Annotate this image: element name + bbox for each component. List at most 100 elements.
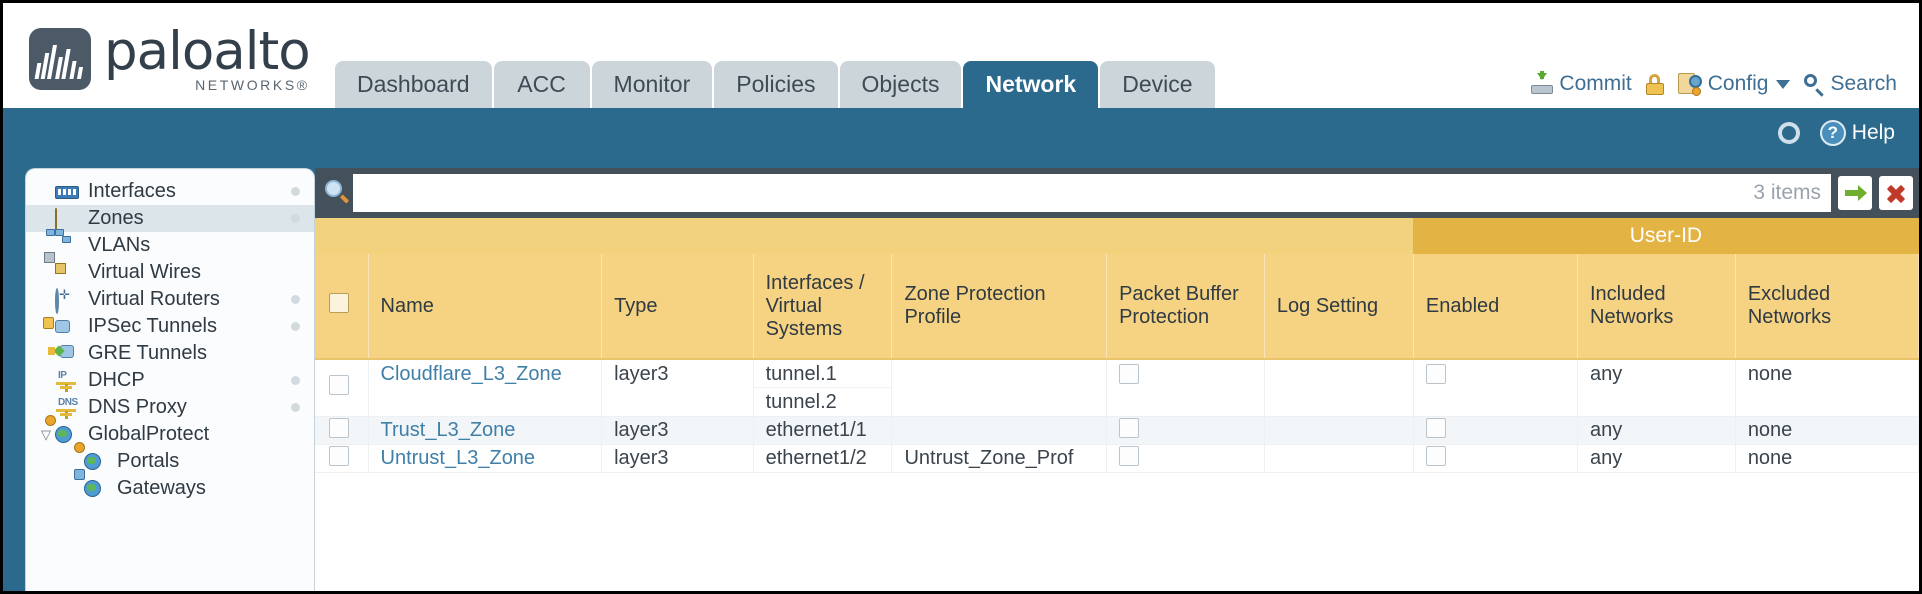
column-header-type[interactable]: Type — [601, 254, 754, 360]
zone-name-link[interactable]: Cloudflare_L3_Zone — [380, 363, 562, 385]
tab-dashboard[interactable]: Dashboard — [335, 61, 492, 108]
tab-device[interactable]: Device — [1100, 61, 1215, 108]
select-all-header[interactable] — [315, 254, 369, 360]
tab-objects[interactable]: Objects — [839, 61, 962, 108]
enabled-checkbox[interactable] — [1425, 417, 1446, 438]
sidebar-item-virtual-wires[interactable]: Virtual Wires — [26, 251, 314, 286]
help-label: Help — [1851, 121, 1895, 144]
brand-subtitle: NETWORKS® — [195, 77, 310, 93]
main-nav-tabs[interactable]: Dashboard ACC Monitor Policies Objects N… — [335, 61, 1215, 108]
table-row[interactable]: Cloudflare_L3_Zone layer3 tunnel.1 tunne… — [315, 359, 1919, 417]
sidebar-item-globalprotect[interactable]: ▽ GlobalProtect — [26, 414, 314, 448]
sidebar-item-dns-proxy[interactable]: DNS DNS Proxy — [26, 394, 314, 421]
sidebar-item-interfaces[interactable]: Interfaces — [26, 178, 314, 205]
tab-policies[interactable]: Policies — [714, 61, 838, 108]
tab-network[interactable]: Network — [963, 61, 1099, 108]
sidebar-item-gateways[interactable]: Gateways — [26, 468, 314, 502]
sidebar-item-label: IPSec Tunnels — [88, 315, 217, 337]
column-header-name[interactable]: Name — [368, 254, 603, 360]
cell-enabled[interactable] — [1413, 416, 1579, 445]
sidebar: Interfaces Zones VLANs Virtual Wires — [25, 168, 315, 591]
cell-name[interactable]: Cloudflare_L3_Zone — [368, 359, 603, 417]
sidebar-item-ipsec-tunnels[interactable]: IPSec Tunnels — [26, 313, 314, 340]
sidebar-item-label: Interfaces — [88, 180, 176, 202]
enabled-checkbox[interactable] — [1425, 445, 1446, 466]
row-checkbox[interactable] — [329, 417, 349, 438]
table-row[interactable]: Untrust_L3_Zone layer3 ethernet1/2 Untru… — [315, 444, 1919, 473]
cell-type: layer3 — [601, 444, 754, 473]
status-dot — [291, 376, 300, 385]
expand-collapse-icon[interactable]: ▽ — [41, 426, 51, 442]
padlock-icon — [1645, 73, 1664, 95]
column-header-log-setting[interactable]: Log Setting — [1264, 254, 1414, 360]
column-header-included-networks[interactable]: Included Networks — [1577, 254, 1736, 360]
globalprotect-icon — [45, 414, 81, 445]
portals-icon — [74, 441, 110, 472]
row-checkbox[interactable] — [329, 375, 349, 395]
cell-type: layer3 — [601, 416, 754, 445]
tab-acc[interactable]: ACC — [493, 61, 590, 108]
row-select-cell[interactable] — [315, 359, 369, 417]
cell-zone-protection-profile: Untrust_Zone_Prof — [891, 444, 1108, 473]
column-header-excluded-networks[interactable]: Excluded Networks — [1735, 254, 1919, 360]
row-checkbox[interactable] — [329, 445, 349, 466]
sidebar-item-label: DHCP — [88, 369, 145, 391]
table-row[interactable]: Trust_L3_Zone layer3 ethernet1/1 any non… — [315, 416, 1919, 445]
cell-excluded-networks: none — [1735, 416, 1919, 445]
packet-buffer-protection-checkbox[interactable] — [1119, 445, 1140, 466]
search-button[interactable]: Search — [1804, 72, 1897, 97]
search-input[interactable] — [353, 176, 1754, 210]
cell-name[interactable]: Trust_L3_Zone — [368, 416, 603, 445]
select-all-checkbox[interactable] — [329, 293, 349, 313]
sub-header-band: ? Help — [3, 108, 1919, 168]
sidebar-item-vlans[interactable]: VLANs — [26, 228, 314, 259]
table-group-header-row: User-ID — [315, 218, 1919, 254]
row-select-cell[interactable] — [315, 416, 369, 445]
cell-excluded-networks: none — [1735, 444, 1919, 473]
cell-enabled[interactable] — [1413, 359, 1579, 417]
virtual-wires-icon — [44, 251, 81, 283]
sidebar-item-portals[interactable]: Portals — [26, 441, 314, 475]
cell-name[interactable]: Untrust_L3_Zone — [368, 444, 603, 473]
enabled-checkbox[interactable] — [1425, 364, 1446, 384]
apply-filter-button[interactable] — [1838, 176, 1872, 210]
commit-button[interactable]: Commit — [1531, 71, 1632, 96]
clear-filter-button[interactable] — [1879, 176, 1913, 210]
packet-buffer-protection-checkbox[interactable] — [1119, 417, 1140, 438]
cell-packet-buffer-protection[interactable] — [1106, 416, 1265, 445]
config-label: Config — [1707, 72, 1769, 95]
config-icon — [1677, 73, 1702, 96]
tab-monitor[interactable]: Monitor — [591, 61, 713, 108]
status-dot — [291, 295, 300, 304]
zone-name-link[interactable]: Trust_L3_Zone — [380, 419, 516, 441]
sidebar-item-virtual-routers[interactable]: Virtual Routers — [26, 286, 314, 314]
help-button[interactable]: ? Help — [1819, 120, 1895, 146]
cell-log-setting — [1264, 416, 1414, 445]
sidebar-item-zones[interactable]: Zones — [26, 205, 314, 232]
config-menu[interactable]: Config — [1677, 72, 1791, 96]
cell-interfaces: tunnel.1 tunnel.2 — [753, 359, 893, 417]
ipsec-tunnels-icon — [43, 316, 81, 337]
lock-button[interactable] — [1645, 73, 1664, 95]
band-actions: ? Help — [1776, 120, 1895, 146]
refresh-icon[interactable] — [1776, 121, 1802, 145]
column-header-enabled[interactable]: Enabled — [1413, 254, 1579, 360]
filter-input-wrap[interactable]: 3 items — [353, 174, 1831, 212]
search-icon[interactable] — [319, 178, 353, 208]
column-header-zone-protection-profile[interactable]: Zone Protection Profile — [891, 254, 1108, 360]
table-header-row: Name Type Interfaces / Virtual Systems Z… — [315, 254, 1919, 360]
search-label: Search — [1830, 72, 1897, 95]
cell-enabled[interactable] — [1413, 444, 1579, 473]
column-header-packet-buffer-protection[interactable]: Packet Buffer Protection — [1106, 254, 1265, 360]
sidebar-item-label: Portals — [117, 450, 180, 472]
cell-packet-buffer-protection[interactable] — [1106, 359, 1265, 417]
column-header-interfaces[interactable]: Interfaces / Virtual Systems — [753, 254, 893, 360]
brand-name: paloalto — [104, 21, 311, 82]
cell-packet-buffer-protection[interactable] — [1106, 444, 1265, 473]
vlans-icon — [46, 228, 81, 256]
sidebar-item-gre-tunnels[interactable]: GRE Tunnels — [26, 340, 314, 367]
packet-buffer-protection-checkbox[interactable] — [1119, 364, 1140, 384]
sidebar-item-dhcp[interactable]: IP DHCP — [26, 367, 314, 394]
zone-name-link[interactable]: Untrust_L3_Zone — [380, 447, 536, 469]
row-select-cell[interactable] — [315, 444, 369, 473]
